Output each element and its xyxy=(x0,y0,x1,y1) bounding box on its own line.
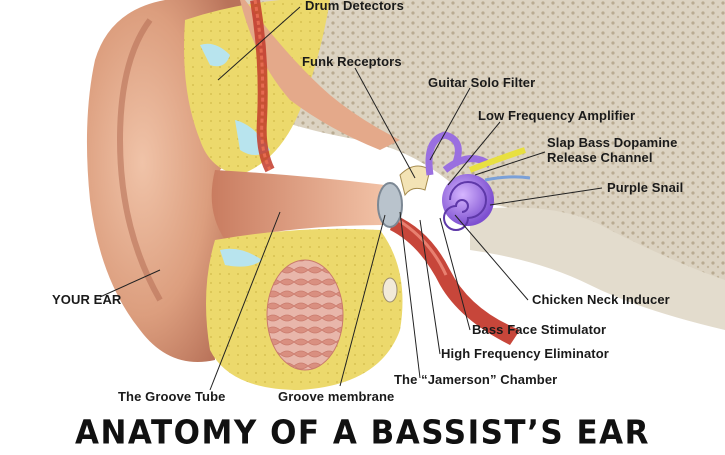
label-slap-bass-line1: Slap Bass Dopamine xyxy=(547,135,678,150)
upper-fluid-1 xyxy=(200,43,230,67)
lower-fluid xyxy=(220,248,262,267)
ear-canal xyxy=(211,170,385,240)
label-groove-membrane: Groove membrane xyxy=(278,389,395,404)
label-high-frequency-eliminator: High Frequency Eliminator xyxy=(441,346,609,361)
label-groove-tube: The Groove Tube xyxy=(118,389,226,404)
eardrum xyxy=(377,182,403,228)
parotid-muscle xyxy=(266,259,344,371)
label-low-frequency-amplifier: Low Frequency Amplifier xyxy=(478,108,636,123)
label-bass-face-stimulator: Bass Face Stimulator xyxy=(472,322,607,337)
pinna-rim xyxy=(116,18,163,302)
label-guitar-solo-filter: Guitar Solo Filter xyxy=(428,75,536,90)
label-chicken-neck-inducer: Chicken Neck Inducer xyxy=(532,292,670,307)
label-slap-bass-line2: Release Channel xyxy=(547,150,653,165)
ear-illustration xyxy=(86,0,725,391)
label-purple-snail: Purple Snail xyxy=(607,180,684,195)
eustachian-tube xyxy=(390,215,520,345)
small-gland xyxy=(382,277,398,303)
bone-lower xyxy=(470,207,725,330)
page-title: ANATOMY OF A BASSIST’S EAR xyxy=(74,414,651,452)
leader-lines xyxy=(99,6,603,391)
label-your-ear: YOUR EAR xyxy=(52,292,122,307)
ossicles xyxy=(399,165,431,197)
label-funk-receptors: Funk Receptors xyxy=(302,54,402,69)
vestibular-nerve xyxy=(468,147,526,173)
label-drum-detectors: Drum Detectors xyxy=(305,0,404,13)
upper-fat xyxy=(184,0,330,175)
label-jamerson-chamber: The “Jamerson” Chamber xyxy=(394,372,558,387)
